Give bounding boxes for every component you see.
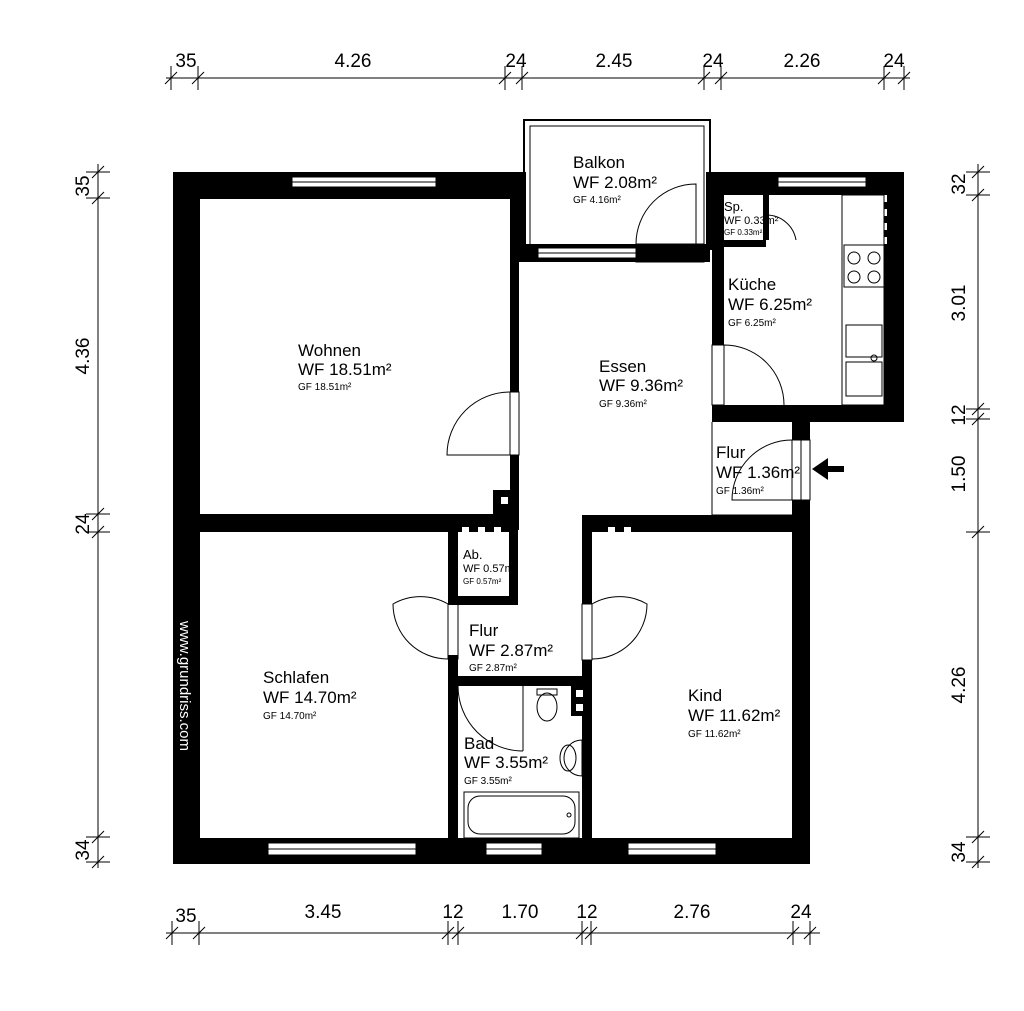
top-dim-7: 24 bbox=[883, 51, 905, 72]
duct-markers bbox=[462, 195, 887, 711]
room-name: Essen bbox=[599, 357, 646, 376]
right-dim-4: 1.50 bbox=[949, 456, 970, 493]
room-wf: WF 11.62m² bbox=[688, 706, 781, 725]
right-dim-3: 12 bbox=[949, 404, 970, 425]
room-gf: GF 0.57m² bbox=[463, 577, 502, 586]
room-wf: WF 9.36m² bbox=[599, 376, 683, 395]
room-name: Flur bbox=[716, 443, 746, 462]
watermark: www.grundriss.com bbox=[176, 620, 193, 751]
room-flur-1: Flur WF 1.36m² GF 1.36m² bbox=[716, 443, 800, 497]
kitchen-counter bbox=[841, 194, 885, 406]
right-dim-2: 3.01 bbox=[949, 285, 970, 322]
room-wf: WF 6.25m² bbox=[728, 295, 812, 314]
right-dimension-line: 32 3.01 12 1.50 4.26 34 bbox=[949, 164, 990, 869]
room-gf: GF 2.87m² bbox=[469, 663, 517, 674]
bottom-dimension-line: 35 3.45 12 1.70 12 2.76 24 bbox=[165, 902, 820, 945]
right-dim-1: 32 bbox=[949, 173, 970, 194]
top-dim-5: 24 bbox=[702, 51, 724, 72]
room-gf: GF 1.36m² bbox=[716, 486, 764, 497]
room-gf: GF 9.36m² bbox=[599, 399, 647, 410]
walls bbox=[173, 172, 904, 864]
bottom-dim-7: 24 bbox=[790, 902, 812, 923]
top-dim-2: 4.26 bbox=[335, 51, 372, 72]
room-wf: WF 0.57m² bbox=[463, 563, 518, 575]
bottom-dim-6: 2.76 bbox=[674, 902, 711, 923]
room-wf: WF 2.87m² bbox=[469, 641, 553, 660]
bathroom-fixtures bbox=[463, 688, 583, 839]
room-kind: Kind WF 11.62m² GF 11.62m² bbox=[688, 686, 781, 740]
room-gf: GF 6.25m² bbox=[728, 318, 776, 329]
right-dim-5: 4.26 bbox=[949, 667, 970, 704]
top-dim-4: 2.45 bbox=[596, 51, 633, 72]
room-gf: GF 4.16m² bbox=[573, 195, 621, 206]
left-dim-1: 35 bbox=[73, 175, 94, 196]
room-flur-2: Flur WF 2.87m² GF 2.87m² bbox=[469, 621, 553, 674]
top-dimension-line: 35 4.26 24 2.45 24 2.26 24 bbox=[164, 51, 911, 90]
bottom-dim-4: 1.70 bbox=[502, 902, 539, 923]
room-bad: Bad WF 3.55m² GF 3.55m² bbox=[464, 734, 548, 787]
room-name: Wohnen bbox=[298, 341, 361, 360]
room-name: Ab. bbox=[463, 547, 483, 562]
bottom-dim-5: 12 bbox=[576, 902, 597, 923]
left-dim-3: 24 bbox=[73, 513, 94, 535]
left-dimension-line: 35 4.36 24 34 bbox=[73, 164, 110, 869]
room-gf: GF 18.51m² bbox=[298, 382, 352, 393]
room-name: Kind bbox=[688, 686, 722, 705]
room-wf: WF 1.36m² bbox=[716, 463, 800, 482]
room-wohnen: Wohnen WF 18.51m² GF 18.51m² bbox=[298, 341, 392, 393]
room-gf: GF 0.33m² bbox=[724, 228, 763, 237]
bottom-dim-2: 3.45 bbox=[305, 902, 342, 923]
top-dim-1: 35 bbox=[175, 51, 196, 72]
top-dim-3: 24 bbox=[505, 51, 527, 72]
room-name: Bad bbox=[464, 734, 494, 753]
room-wf: WF 3.55m² bbox=[464, 753, 548, 772]
windows bbox=[267, 176, 867, 856]
room-sp: Sp. WF 0.33m² GF 0.33m² bbox=[724, 199, 779, 237]
room-name: Balkon bbox=[573, 153, 625, 172]
room-balkon: Balkon WF 2.08m² GF 4.16m² bbox=[573, 153, 657, 206]
right-dim-6: 34 bbox=[949, 841, 970, 863]
room-essen: Essen WF 9.36m² GF 9.36m² bbox=[599, 357, 683, 410]
room-ab: Ab. WF 0.57m² GF 0.57m² bbox=[463, 547, 518, 586]
room-gf: GF 11.62m² bbox=[688, 729, 741, 740]
room-name: Küche bbox=[728, 275, 776, 294]
bottom-dim-1: 35 bbox=[175, 906, 196, 927]
room-schlafen: Schlafen WF 14.70m² GF 14.70m² bbox=[263, 668, 357, 722]
doors bbox=[392, 183, 811, 752]
room-gf: GF 14.70m² bbox=[263, 711, 317, 722]
left-dim-4: 34 bbox=[73, 839, 94, 861]
room-name: Flur bbox=[469, 621, 499, 640]
room-name: Schlafen bbox=[263, 668, 329, 687]
room-wf: WF 14.70m² bbox=[263, 688, 357, 707]
room-wf: WF 2.08m² bbox=[573, 173, 657, 192]
room-wf: WF 0.33m² bbox=[724, 215, 779, 227]
entry-arrow-icon bbox=[812, 458, 844, 480]
left-dim-2: 4.36 bbox=[73, 338, 94, 375]
room-name: Sp. bbox=[724, 199, 744, 214]
room-kueche: Küche WF 6.25m² GF 6.25m² bbox=[728, 275, 812, 329]
top-dim-6: 2.26 bbox=[784, 51, 821, 72]
bottom-dim-3: 12 bbox=[442, 902, 463, 923]
room-gf: GF 3.55m² bbox=[464, 776, 512, 787]
room-wf: WF 18.51m² bbox=[298, 360, 392, 379]
